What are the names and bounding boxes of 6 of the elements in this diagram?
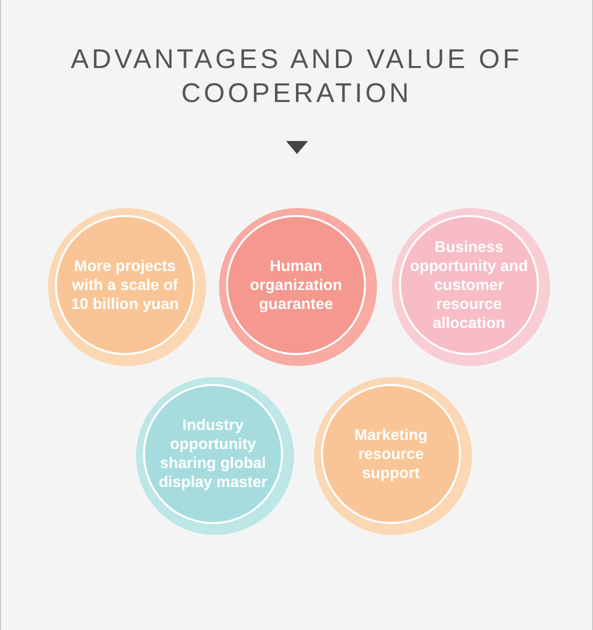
node-text: More projects with a scale of 10 billion yuan <box>70 256 180 314</box>
node-text: Business opportunity and customer resource allocation <box>409 238 529 332</box>
node-text: Human organization guarantee <box>248 256 344 314</box>
node-text: Marketing resource support <box>353 426 429 482</box>
node-text: Industry opportunity sharing global display master <box>158 416 268 492</box>
title: ADVANTAGES AND VALUE OF COOPERATION <box>70 43 524 110</box>
